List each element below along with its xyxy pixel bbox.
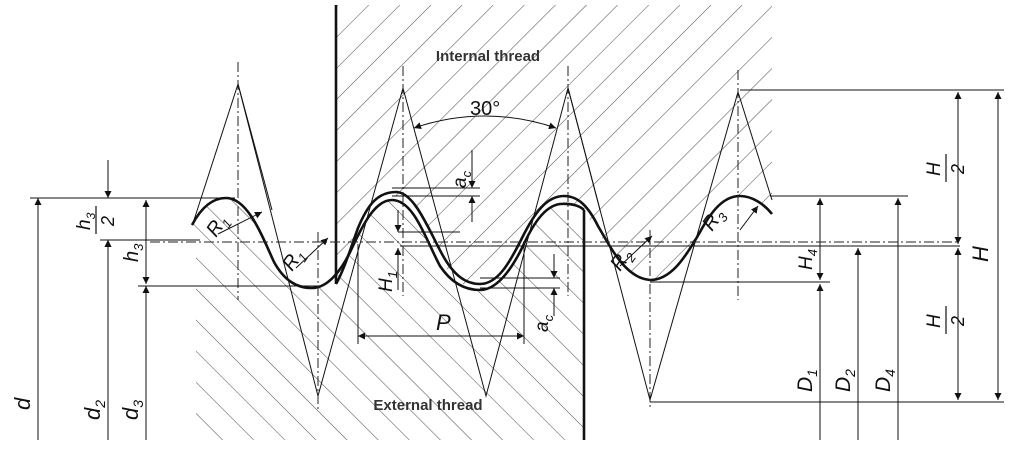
label-P: P [436, 310, 451, 335]
svg-text:D4: D4 [872, 369, 898, 392]
label-H-half-bottom: H 2 [924, 306, 968, 334]
label-D2: D2 [832, 369, 858, 392]
svg-text:R1: R1 [278, 244, 311, 276]
label-d3: d3 [118, 400, 146, 420]
svg-text:2: 2 [98, 216, 118, 227]
svg-text:ac: ac [450, 170, 474, 188]
svg-text:D1: D1 [794, 369, 820, 392]
angle-arc-30 [413, 115, 557, 130]
label-h3: h3 [121, 243, 146, 262]
label-H4: H4 [796, 249, 820, 270]
external-thread-region [192, 198, 584, 440]
svg-text:h3: h3 [74, 212, 98, 230]
label-h3-half: h3 2 [74, 206, 118, 234]
internal-thread-profile [334, 190, 774, 286]
label-d2: d2 [80, 400, 108, 420]
svg-text:ac: ac [532, 314, 556, 332]
external-thread-label: External thread [373, 397, 482, 414]
svg-text:H: H [924, 162, 945, 176]
svg-text:h3: h3 [121, 243, 146, 262]
svg-text:D2: D2 [832, 369, 858, 392]
label-H: H [968, 246, 993, 262]
label-ac-bottom: ac [532, 314, 556, 332]
svg-text:H4: H4 [796, 249, 820, 270]
svg-text:d3: d3 [118, 400, 146, 420]
internal-thread-region [336, 5, 772, 285]
label-H1: H1 [376, 271, 400, 292]
label-ac-top: ac [450, 170, 474, 188]
external-thread-profile [190, 196, 585, 292]
label-D1: D1 [794, 369, 820, 392]
internal-thread-label: Internal thread [436, 48, 540, 65]
label-R1-b: R1 [278, 244, 311, 276]
angle-label: 30° [470, 98, 500, 120]
svg-text:d2: d2 [80, 400, 108, 420]
svg-text:H: H [968, 246, 993, 262]
basic-profile-triangles [193, 82, 773, 402]
svg-text:2: 2 [948, 316, 968, 327]
svg-text:H1: H1 [376, 271, 400, 292]
label-d: d [10, 397, 35, 410]
svg-text:d: d [10, 397, 35, 410]
svg-text:H: H [924, 314, 945, 328]
label-H-half-top: H 2 [924, 154, 968, 182]
svg-text:2: 2 [948, 164, 968, 175]
label-D4: D4 [872, 369, 898, 392]
